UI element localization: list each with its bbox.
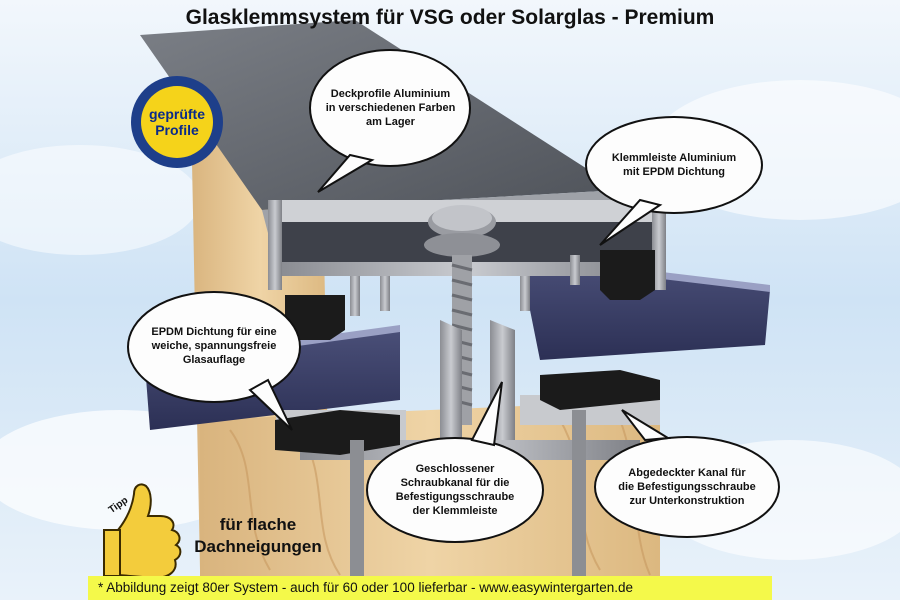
seal-label: geprüfte Profile — [140, 106, 214, 138]
callout-schraubkanal: Geschlossener Schraubkanal für die Befes… — [395, 463, 515, 517]
callout-deckprofile: Deckprofile Aluminium in verschiedenen F… — [325, 88, 456, 128]
footer-note: * Abbildung zeigt 80er System - auch für… — [88, 576, 772, 600]
seal-icon — [131, 76, 223, 168]
tip-text: für flache Dachneigungen — [178, 514, 338, 558]
seal-line-2: Profile — [155, 122, 199, 138]
tip-line-2: Dachneigungen — [194, 537, 322, 556]
tip-line-1: für flache — [219, 515, 297, 534]
thumbs-up-icon — [103, 483, 182, 580]
page-title: Glasklemmsystem für VSG oder Solarglas -… — [185, 6, 715, 29]
callout-epdm: EPDM Dichtung für eine weiche, spannungs… — [151, 326, 277, 366]
callout-klemmleiste: Klemmleiste Aluminium mit EPDM Dichtung — [611, 152, 737, 178]
seal-line-1: geprüfte — [149, 106, 205, 122]
speech-bubbles — [127, 49, 780, 543]
callout-kanal: Abgedeckter Kanal für die Befestigungssc… — [618, 467, 756, 507]
